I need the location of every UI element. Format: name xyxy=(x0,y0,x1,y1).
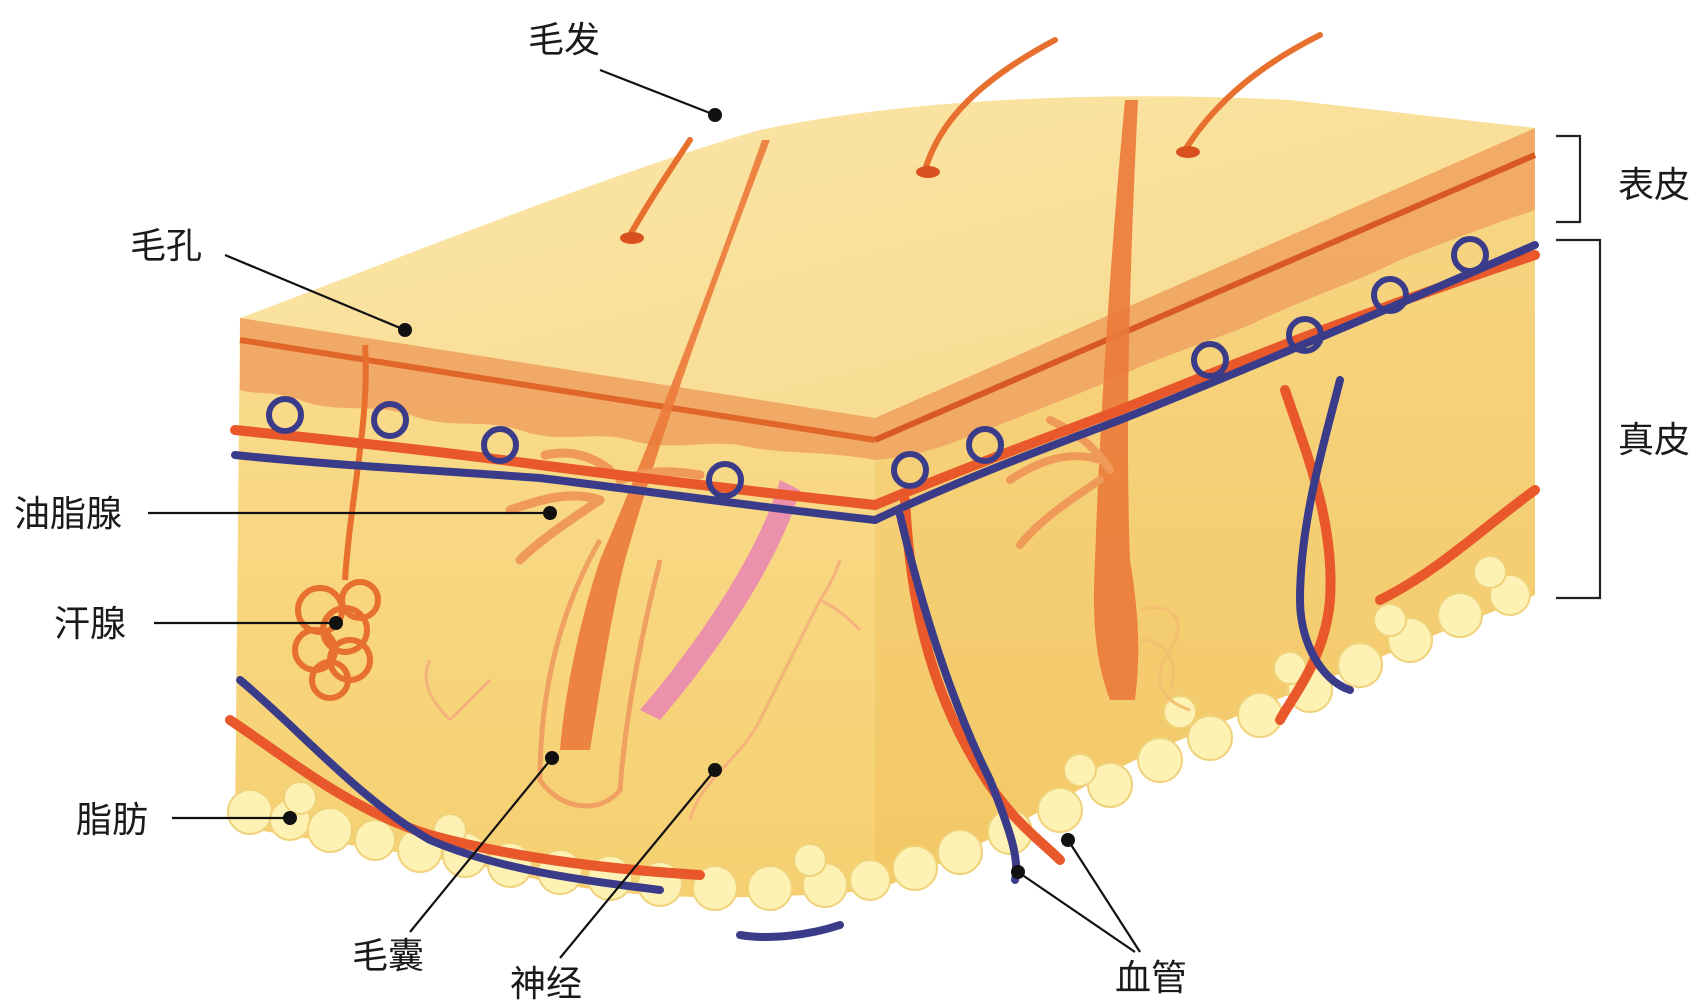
label-epidermis: 表皮 xyxy=(1618,165,1690,206)
sweat-gland-marker xyxy=(329,616,343,630)
fat-marker xyxy=(283,811,297,825)
hair-marker xyxy=(708,108,722,122)
label-sweat-gland: 汗腺 xyxy=(54,604,126,645)
label-fat: 脂肪 xyxy=(76,800,148,841)
dermis-bracket-group: 真皮 xyxy=(1556,240,1690,598)
artery-marker xyxy=(1061,833,1075,847)
label-hair-group: 毛发 xyxy=(528,20,722,122)
dermis-bracket xyxy=(1556,240,1600,598)
sebaceous-gland-marker xyxy=(543,506,557,520)
label-pore: 毛孔 xyxy=(130,226,202,267)
label-blood-vessel: 血管 xyxy=(1115,958,1187,999)
nerve-marker xyxy=(708,763,722,777)
label-blood-vessel-group: 血管 xyxy=(1011,833,1187,999)
label-hair-follicle: 毛囊 xyxy=(352,936,424,977)
epidermis-bracket xyxy=(1556,136,1580,222)
label-nerve: 神经 xyxy=(510,964,582,1004)
label-dermis: 真皮 xyxy=(1618,420,1690,461)
vein-marker xyxy=(1011,865,1025,879)
label-sebaceous-gland: 油脂腺 xyxy=(14,494,122,535)
label-hair: 毛发 xyxy=(528,20,600,61)
hair-follicle-marker xyxy=(545,751,559,765)
pore-marker xyxy=(398,323,412,337)
epidermis-bracket-group: 表皮 xyxy=(1556,136,1690,222)
skin-block xyxy=(228,35,1535,937)
